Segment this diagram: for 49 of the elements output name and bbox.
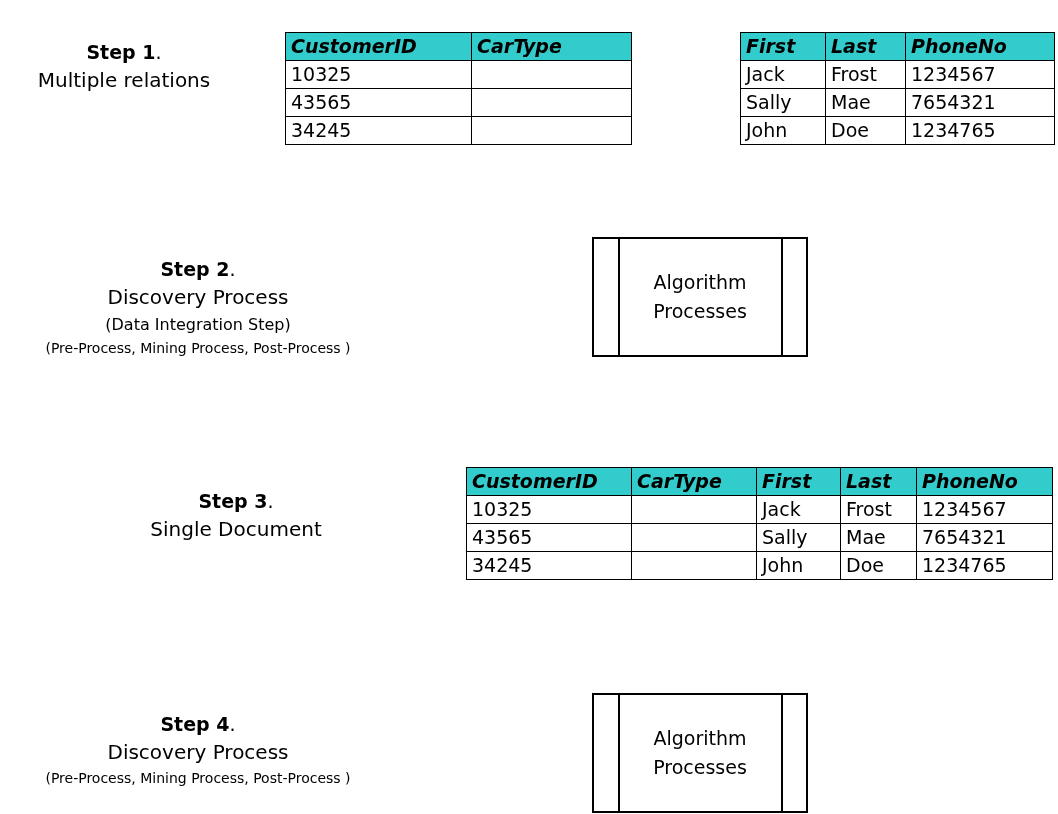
- header-cell: Last: [825, 32, 906, 61]
- table-cell: 10325: [285, 60, 472, 89]
- header-cell: First: [740, 32, 826, 61]
- step-note: (Data Integration Step): [104, 314, 292, 336]
- header-cell: CarType: [471, 32, 632, 61]
- header-cell: CustomerID: [285, 32, 472, 61]
- table-cell: 1234567: [905, 60, 1055, 89]
- process-box: [592, 237, 808, 357]
- step-description: Multiple relations: [37, 67, 211, 94]
- table-cell: 7654321: [905, 88, 1055, 117]
- table-cell: 10325: [466, 495, 632, 524]
- step-note: (Pre-Process, Mining Process, Post-Process ): [45, 339, 351, 358]
- table-cell: John: [756, 551, 841, 580]
- step-heading: Step 1.: [85, 40, 163, 65]
- step-heading: Step 3.: [197, 489, 275, 514]
- step-description: Single Document: [150, 516, 322, 543]
- process-label: Algorithm Processes: [652, 270, 748, 324]
- table-cell: 1234765: [916, 551, 1053, 580]
- header-cell: PhoneNo: [916, 467, 1053, 496]
- table-cell: Doe: [825, 116, 906, 145]
- table-cell: 43565: [466, 523, 632, 552]
- table-cell: 7654321: [916, 523, 1053, 552]
- table-cell: Mae: [825, 88, 906, 117]
- header-cell: PhoneNo: [905, 32, 1055, 61]
- table-cell: John: [740, 116, 826, 145]
- step-heading: Step 4.: [159, 712, 237, 737]
- table-cell: Jack: [756, 495, 841, 524]
- table-cell: 1234567: [916, 495, 1053, 524]
- table-cell: Jack: [740, 60, 826, 89]
- header-cell: CustomerID: [466, 467, 632, 496]
- header-cell: Last: [840, 467, 917, 496]
- step-heading: Step 2.: [159, 257, 237, 282]
- table-cell: 34245: [466, 551, 632, 580]
- table-cell: Sally: [740, 88, 826, 117]
- table-cell: Frost: [840, 495, 917, 524]
- table-cell: Sally: [756, 523, 841, 552]
- step-note: (Pre-Process, Mining Process, Post-Process ): [45, 769, 351, 788]
- step-description: Discovery Process: [106, 739, 290, 766]
- process-box: [592, 693, 808, 813]
- process-label: Algorithm Processes: [652, 726, 748, 780]
- step-description: Discovery Process: [106, 284, 290, 311]
- table-cell: 1234765: [905, 116, 1055, 145]
- table-cell: Doe: [840, 551, 917, 580]
- header-cell: First: [756, 467, 841, 496]
- table-cell: Frost: [825, 60, 906, 89]
- table-cell: 34245: [285, 116, 472, 145]
- table-cell: Mae: [840, 523, 917, 552]
- header-cell: CarType: [631, 467, 757, 496]
- table-cell: 43565: [285, 88, 472, 117]
